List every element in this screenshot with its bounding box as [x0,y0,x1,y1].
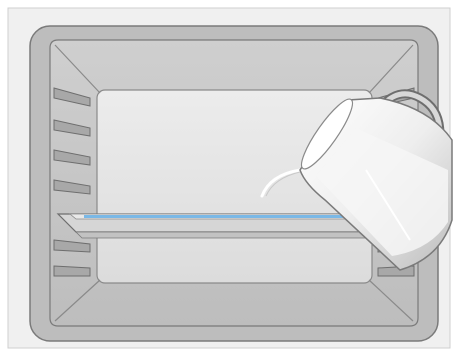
water-pitcher [299,89,453,271]
cavity-edges [54,44,414,322]
tray-water [84,215,384,218]
left-rack-supports [53,87,91,277]
water-stream [260,168,302,198]
